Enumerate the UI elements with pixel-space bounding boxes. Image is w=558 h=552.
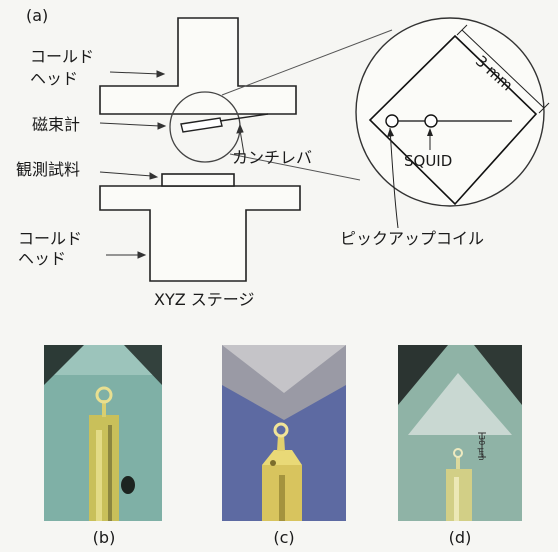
caption-d: (d) (448, 528, 472, 547)
caption-b: (b) (92, 528, 116, 547)
squid-label: SQUID (404, 152, 453, 170)
xyz-stage-label: XYZ ステージ (154, 290, 255, 309)
sample-shape (161, 173, 235, 187)
schematic-diagram (99, 17, 550, 282)
pickup-coil-label: ピックアップコイル (340, 229, 485, 248)
cold-head-top-label-line1: コールド (30, 47, 95, 66)
photo-b (44, 345, 162, 521)
magnify-line-top (221, 29, 393, 96)
cold-head-top-shape (99, 17, 297, 115)
squid-circle (424, 114, 438, 128)
photo-d: 30 μm (398, 345, 522, 521)
magnetometer-label: 磁束計 (32, 115, 81, 134)
panel-a-label: (a) (26, 6, 49, 25)
cold-head-top-label-line2: ヘッド (30, 69, 79, 88)
sample-label: 観測試料 (16, 160, 81, 179)
cold-head-bottom-label-line1: コールド (18, 229, 83, 248)
caption-c: (c) (273, 528, 295, 547)
pickup-coil-circle (385, 114, 399, 128)
cold-head-bottom-label-line2: ヘッド (18, 249, 67, 268)
cold-head-bottom-shape (99, 185, 301, 282)
magnetometer-chip (180, 117, 223, 133)
scale-mark-label: 30 μm (477, 435, 486, 461)
cantilever-line (219, 113, 269, 122)
magnify-line-bottom (229, 153, 361, 181)
cantilever-label: カンチレバ (232, 148, 313, 167)
chip-diamond (368, 34, 538, 206)
label-arrows (99, 70, 245, 259)
dimension-line (461, 29, 545, 109)
photo-c (222, 345, 346, 521)
